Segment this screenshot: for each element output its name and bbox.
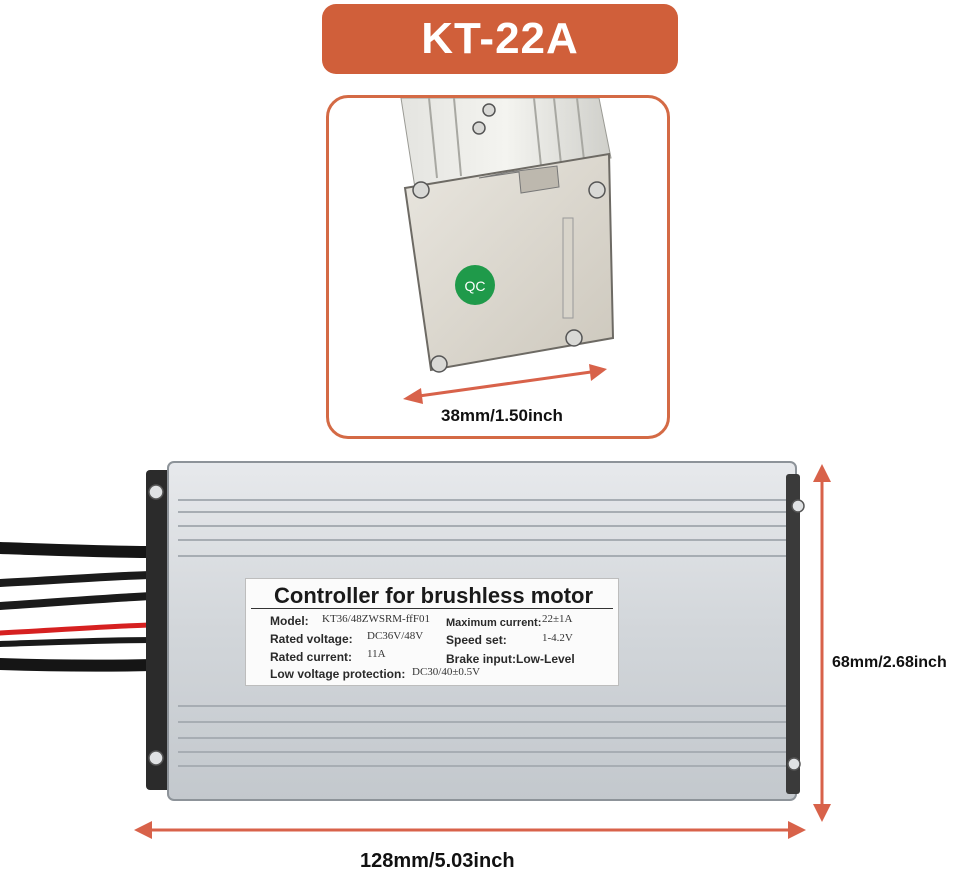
speed-set-value: 1-4.2V (542, 632, 573, 644)
rated-current-label: Rated current: (270, 650, 353, 664)
qc-sticker (455, 265, 495, 305)
end-view-frame: QC 38mm/1.50inch (326, 95, 670, 439)
max-current-label: Maximum current: (446, 617, 542, 629)
width-arrow (403, 364, 607, 404)
speed-set-label: Speed set: (446, 633, 507, 647)
max-current-value: 22±1A (542, 613, 573, 625)
brake-input-label: Brake input:Low-Level (446, 652, 575, 666)
model-value: KT36/48ZWSRM-ffF01 (322, 613, 430, 625)
product-label: Controller for brushless motor Model: KT… (245, 578, 619, 686)
length-dimension-label: 128mm/5.03inch (360, 850, 515, 872)
height-dimension-label: 68mm/2.68inch (832, 654, 947, 671)
cables (0, 542, 158, 672)
end-view-photo: QC (400, 98, 615, 404)
model-title-badge: KT-22A (322, 4, 678, 74)
height-arrow (813, 464, 831, 822)
qc-sticker-text: QC (465, 278, 486, 294)
width-dimension-label: 38mm/1.50inch (441, 406, 563, 425)
low-voltage-label: Low voltage protection: (270, 667, 406, 681)
rated-current-value: 11A (367, 648, 386, 660)
label-title: Controller for brushless motor (274, 583, 594, 608)
rated-voltage-label: Rated voltage: (270, 632, 353, 646)
label-divider (251, 608, 613, 609)
rated-voltage-value: DC36V/48V (367, 630, 424, 642)
length-arrow (134, 821, 806, 839)
model-title: KT-22A (421, 14, 579, 63)
low-voltage-value: DC30/40±0.5V (412, 666, 481, 678)
model-label: Model: (270, 614, 309, 628)
